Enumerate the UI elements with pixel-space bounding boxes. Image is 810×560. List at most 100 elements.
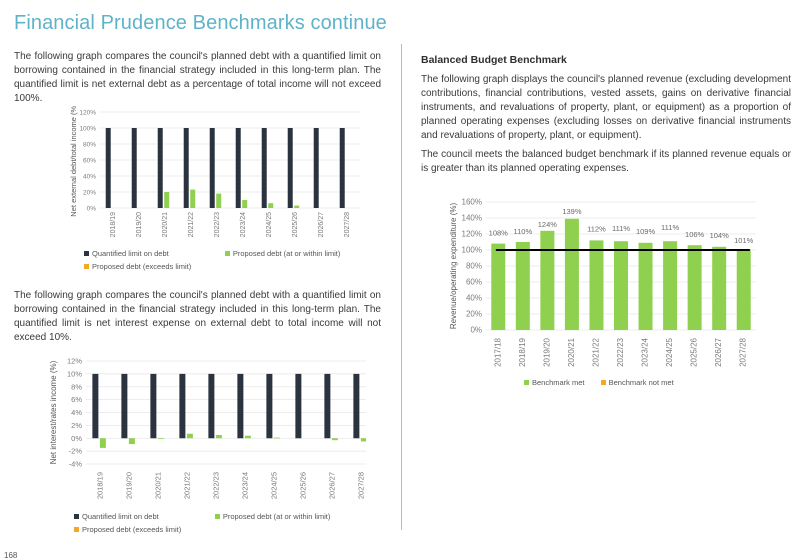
y-tick-label: 0% [71, 434, 82, 443]
y-tick-label: 80% [466, 262, 482, 271]
bar-limit [295, 373, 302, 439]
x-tick-label: 2020/21 [162, 212, 169, 237]
bar-benchmark-met [663, 241, 678, 330]
bar-limit [157, 128, 163, 208]
x-tick-label: 2026/27 [328, 472, 337, 499]
bar-limit [121, 373, 128, 439]
y-tick-label: 60% [466, 278, 482, 287]
data-label: 111% [661, 223, 679, 232]
x-tick-label: 2019/20 [125, 472, 134, 499]
legend-swatch-exceeds [84, 264, 89, 269]
y-tick-label: 6% [71, 395, 82, 404]
x-tick-label: 2025/26 [292, 212, 299, 237]
bar-limit [209, 128, 215, 208]
bar-proposed-within [268, 203, 274, 208]
debt-limit-legend: Quantified limit on debt Proposed debt (… [84, 249, 384, 275]
y-axis-title: Net external debt/total income (%) [69, 106, 78, 217]
balanced-budget-criterion: The council meets the balanced budget be… [421, 149, 791, 174]
interest-limit-chart: Net interest/rates income (%)-4%-2%0%2%4… [49, 357, 366, 499]
legend-item-limit: Quantified limit on debt [84, 249, 169, 258]
y-tick-label: 10% [67, 369, 82, 378]
x-tick-label: 2027/28 [739, 337, 748, 366]
legend-label-within-2: Proposed debt (at or within limit) [222, 512, 331, 521]
x-tick-label: 2020/21 [154, 472, 163, 499]
y-axis-title: Revenue/operating expenditure (%) [449, 203, 458, 330]
y-tick-label: 8% [71, 382, 82, 391]
bar-benchmark-met [564, 218, 579, 330]
x-tick-label: 2019/20 [136, 212, 143, 237]
x-tick-label: 2023/24 [641, 337, 650, 366]
bar-limit [208, 373, 215, 439]
bar-limit [183, 128, 189, 208]
bar-benchmark-met [491, 243, 506, 330]
x-tick-label: 2021/22 [188, 212, 195, 237]
data-label: 108% [489, 229, 509, 238]
bar-benchmark-met [540, 230, 555, 330]
data-label: 139% [562, 207, 582, 216]
legend-item-met: Benchmark met [524, 378, 585, 387]
bar-proposed-within [186, 433, 193, 439]
x-tick-label: 2026/27 [714, 337, 723, 366]
data-label: 111% [612, 224, 630, 233]
legend-label-exceeds: Proposed debt (exceeds limit) [92, 262, 192, 271]
legend-item-limit-2: Quantified limit on debt [74, 512, 159, 521]
x-tick-label: 2018/19 [96, 472, 105, 499]
bar-proposed-within [331, 438, 338, 441]
x-tick-label: 2024/25 [266, 212, 273, 237]
bar-proposed-within [190, 189, 196, 208]
bar-proposed-within [273, 437, 280, 439]
legend-swatch-notmet [600, 380, 606, 385]
data-label: 112% [587, 224, 606, 233]
bar-benchmark-met [736, 249, 751, 330]
bar-limit [353, 373, 360, 439]
bar-limit [237, 373, 244, 439]
legend-item-exceeds: Proposed debt (exceeds limit) [84, 262, 191, 271]
x-tick-label: 2022/23 [616, 337, 625, 366]
x-tick-label: 2024/25 [665, 337, 674, 366]
y-tick-label: 20% [83, 190, 96, 197]
x-tick-label: 2023/24 [241, 472, 250, 499]
legend-swatch-within [224, 251, 230, 256]
x-tick-label: 2022/23 [214, 212, 221, 237]
bar-limit [150, 373, 157, 439]
column-divider [401, 44, 402, 530]
bar-limit [131, 128, 137, 208]
bar-benchmark-met [638, 242, 653, 330]
bar-limit [261, 128, 267, 208]
legend-label-exceeds-2: Proposed debt (exceeds limit) [82, 525, 182, 534]
bar-limit [105, 128, 111, 208]
x-tick-label: 2020/21 [567, 337, 576, 366]
legend-item-within: Proposed debt (at or within limit) [224, 249, 340, 258]
balanced-budget-description: The following graph displays the council… [421, 74, 791, 141]
y-tick-label: 2% [71, 421, 82, 430]
bar-proposed-within [242, 200, 248, 208]
bar-proposed-within [157, 438, 164, 440]
bar-proposed-within [216, 193, 222, 208]
legend-swatch-met [524, 380, 529, 385]
data-label: 110% [513, 227, 532, 236]
bar-limit [313, 128, 319, 208]
interest-limit-legend: Quantified limit on debt Proposed debt (… [74, 512, 384, 538]
legend-item-within-2: Proposed debt (at or within limit) [214, 512, 331, 521]
data-label: 124% [538, 220, 558, 229]
bar-limit [266, 373, 273, 439]
x-tick-label: 2018/19 [110, 212, 117, 237]
bar-proposed-within [164, 192, 170, 208]
legend-item-exceeds-2: Proposed debt (exceeds limit) [74, 525, 181, 534]
bar-benchmark-met [515, 242, 530, 330]
y-tick-label: 12% [67, 357, 82, 366]
debt-limit-description: The following graph compares the council… [14, 51, 381, 104]
y-tick-label: 100% [462, 246, 482, 255]
debt-limit-chart: Net external debt/total income (%)0%20%4… [69, 106, 360, 237]
y-tick-label: 100% [79, 126, 96, 133]
bar-benchmark-met [589, 240, 604, 330]
bar-limit [339, 128, 345, 208]
x-tick-label: 2021/22 [591, 337, 600, 366]
legend-swatch-within-2 [214, 514, 220, 519]
bar-limit [324, 373, 331, 439]
bar-benchmark-met [712, 246, 727, 330]
y-tick-label: 20% [466, 310, 482, 319]
bar-proposed-within [294, 205, 300, 208]
data-label: 106% [685, 230, 705, 239]
bar-limit [235, 128, 241, 208]
